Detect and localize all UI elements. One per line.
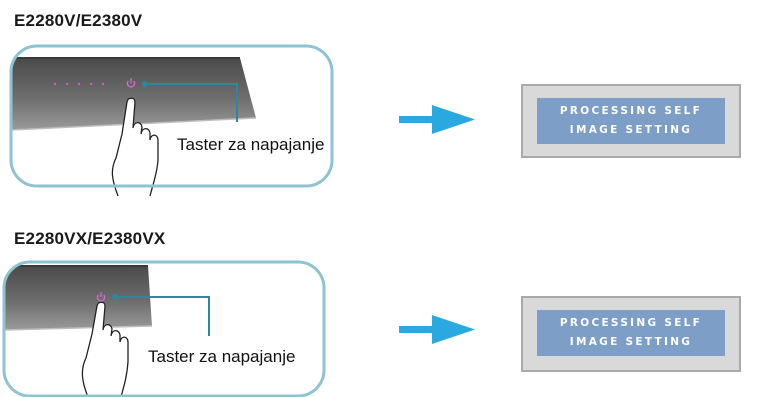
callout-frame [2, 260, 326, 397]
monitor-bezel [11, 46, 332, 186]
pointing-hand-icon [111, 97, 159, 197]
power-icon[interactable] [96, 292, 106, 302]
power-button-label-1: Taster za napajanje [176, 135, 326, 155]
power-button-label-2: Taster za napajanje [147, 347, 297, 367]
right-arrow-icon [399, 105, 475, 134]
osd-line-1: PROCESSING SELF [559, 317, 703, 329]
osd-screen: PROCESSING SELF IMAGE SETTING [537, 98, 725, 144]
monitor-bezel [4, 262, 324, 396]
right-arrow-icon [399, 315, 475, 344]
indicator-dots [53, 82, 105, 86]
osd-screen: PROCESSING SELF IMAGE SETTING [537, 310, 725, 356]
osd-line-1: PROCESSING SELF [559, 105, 703, 117]
power-icon[interactable] [126, 78, 136, 88]
monitor-callout-1 [9, 44, 334, 197]
osd-line-2: IMAGE SETTING [569, 124, 693, 136]
leader-line [142, 81, 238, 122]
callout-frame [9, 44, 334, 188]
osd-line-2: IMAGE SETTING [569, 336, 693, 348]
osd-message-box-1: PROCESSING SELF IMAGE SETTING [521, 84, 741, 158]
leader-line [112, 294, 210, 336]
model-title-1: E2280V/E2380V [14, 11, 143, 30]
pointing-hand-icon [81, 301, 129, 397]
osd-message-box-2: PROCESSING SELF IMAGE SETTING [521, 296, 741, 372]
model-title-2: E2280VX/E2380VX [14, 229, 166, 248]
